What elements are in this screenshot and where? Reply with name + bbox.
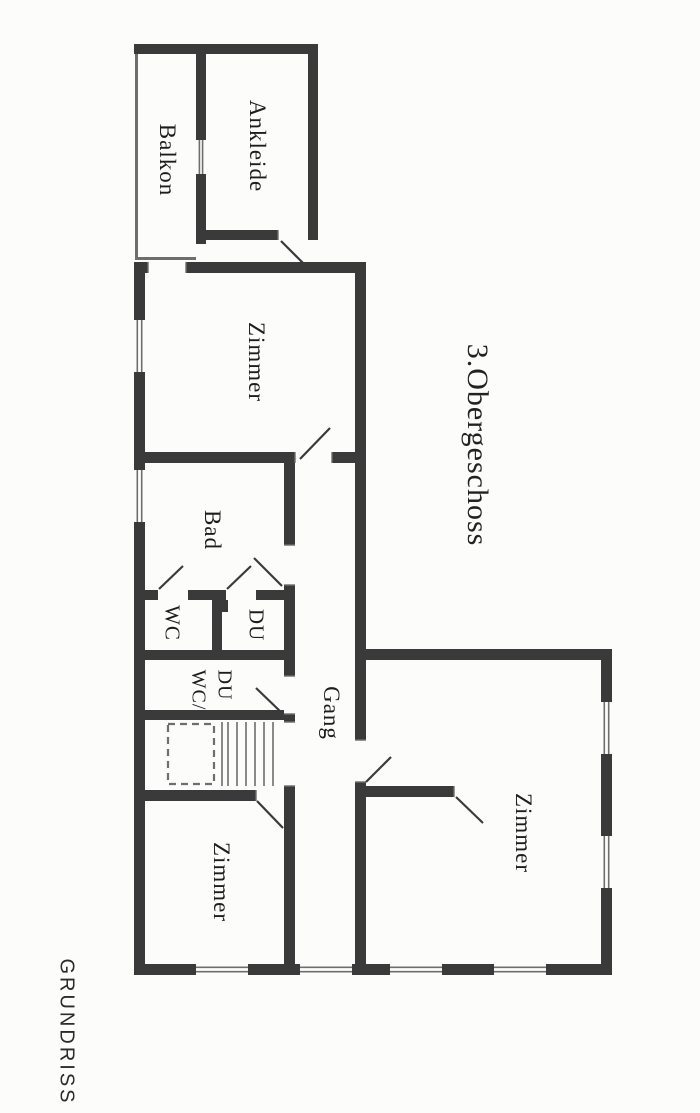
room-label-wc: WC xyxy=(160,605,185,641)
room-label-zimmer-top: Zimmer xyxy=(244,321,269,403)
wall-openings xyxy=(134,140,612,975)
room-label-ankleide: Ankleide xyxy=(245,99,270,193)
room-label-bad: Bad xyxy=(200,509,225,551)
room-label-gang: Gang xyxy=(319,686,344,740)
room-label-balkon: Balkon xyxy=(155,123,180,197)
room-label-wc-du-line1: WC/ xyxy=(187,669,210,711)
stairs-dashed-outline xyxy=(166,722,216,786)
room-label-zimmer-left: Zimmer xyxy=(209,841,234,923)
staircase xyxy=(166,722,274,786)
room-label-zimmer-right: Zimmer xyxy=(511,792,536,874)
room-label-wc-du-line2: DU xyxy=(213,669,236,701)
drawing-type-label: GRUNDRISS xyxy=(55,958,78,1106)
door-jamb-lines xyxy=(147,230,455,801)
room-label-du: DU xyxy=(244,608,269,642)
floor-title: 3.Obergeschoss xyxy=(461,343,494,547)
balcony-outline xyxy=(135,54,196,260)
walls xyxy=(134,44,612,975)
door-swing-lines xyxy=(158,240,484,829)
room-label-wc-du: WC/ DU xyxy=(187,670,236,711)
window-glass-lines xyxy=(136,140,610,973)
